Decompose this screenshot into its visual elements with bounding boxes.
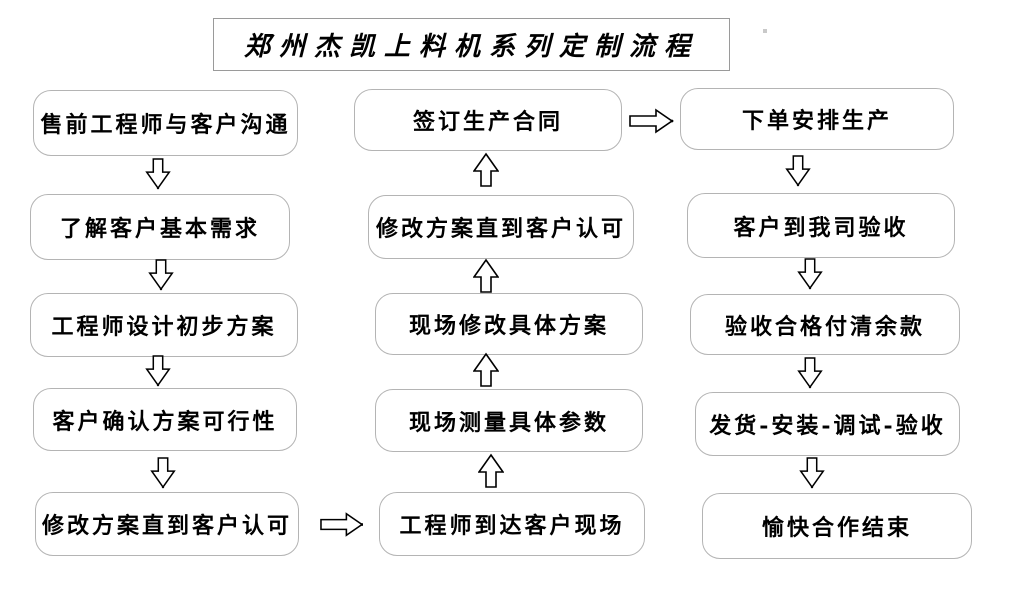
stray-dot-artifact	[763, 29, 767, 33]
arrow-down-icon	[145, 158, 171, 190]
flow-box-label: 了解客户基本需求	[59, 216, 260, 242]
flow-box-label: 客户到我司验收	[733, 214, 909, 241]
flow-box-middle-3: 现场修改具体方案	[375, 293, 643, 355]
flow-box-label: 工程师设计初步方案	[51, 314, 277, 340]
arrow-down-icon	[785, 155, 811, 187]
flow-box-label: 修改方案直到客户认可	[41, 513, 292, 539]
flow-box-left-1: 售前工程师与客户沟通	[33, 90, 298, 156]
flow-box-label: 下单安排生产	[741, 108, 892, 134]
flow-box-left-4: 客户确认方案可行性	[33, 388, 297, 451]
arrow-right-icon	[629, 108, 674, 134]
flow-box-left-2: 了解客户基本需求	[30, 194, 290, 260]
arrow-down-icon	[799, 457, 825, 489]
flow-box-middle-1: 签订生产合同	[354, 89, 622, 151]
flow-box-right-4: 发货-安装-调试-验收	[695, 392, 960, 456]
arrow-right-icon	[320, 512, 363, 537]
arrow-up-icon	[473, 258, 499, 293]
arrow-up-icon	[473, 152, 499, 187]
diagram-title: 郑州杰凯上料机系列定制流程	[213, 18, 730, 71]
flow-box-middle-5: 工程师到达客户现场	[379, 492, 645, 556]
flow-box-left-5: 修改方案直到客户认可	[35, 492, 299, 556]
diagram-title-text: 郑州杰凯上料机系列定制流程	[243, 32, 699, 62]
flow-box-left-3: 工程师设计初步方案	[30, 293, 298, 357]
flow-box-label: 售前工程师与客户沟通	[40, 112, 291, 138]
flow-box-right-2: 客户到我司验收	[687, 193, 955, 258]
flow-box-right-5: 愉快合作结束	[702, 493, 972, 559]
flow-box-right-1: 下单安排生产	[680, 88, 954, 150]
flow-box-label: 发货-安装-调试-验收	[709, 413, 946, 439]
flow-box-label: 客户确认方案可行性	[52, 408, 278, 435]
flow-box-label: 验收合格付清余款	[724, 313, 925, 340]
flow-box-label: 愉快合作结束	[761, 515, 912, 541]
flow-box-middle-4: 现场测量具体参数	[375, 389, 643, 452]
arrow-down-icon	[150, 457, 176, 489]
flow-box-label: 现场修改具体方案	[408, 313, 609, 339]
arrow-down-icon	[797, 357, 823, 389]
flow-box-right-3: 验收合格付清余款	[690, 294, 960, 355]
arrow-down-icon	[148, 259, 174, 291]
flow-box-label: 签订生产合同	[412, 109, 563, 135]
flow-box-label: 工程师到达客户现场	[399, 513, 625, 539]
arrow-up-icon	[478, 453, 504, 488]
flow-box-label: 修改方案直到客户认可	[375, 216, 626, 242]
arrow-down-icon	[797, 258, 823, 290]
flow-box-middle-2: 修改方案直到客户认可	[368, 195, 634, 259]
flow-box-label: 现场测量具体参数	[408, 409, 609, 436]
arrow-up-icon	[473, 352, 499, 387]
arrow-down-icon	[145, 355, 171, 387]
